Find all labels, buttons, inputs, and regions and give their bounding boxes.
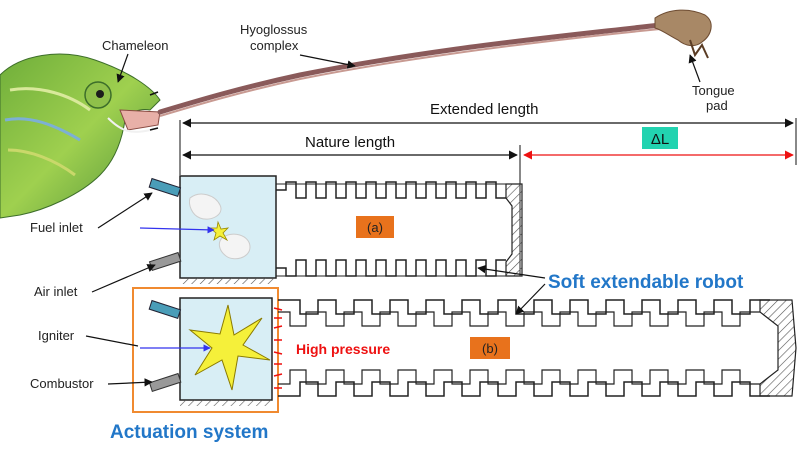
- fuel-cloud-top: [189, 193, 222, 220]
- soft-robot-pointer-b: [515, 283, 546, 315]
- chamber-a: [179, 175, 277, 279]
- air-inlet-pipe: [148, 251, 182, 272]
- soft-robot-pointer-a: [477, 264, 546, 279]
- combustor-label: Combustor: [30, 376, 94, 391]
- tag-b-box: [470, 337, 510, 359]
- combustor-base: [180, 400, 272, 406]
- soft-robot-label: Soft extendable robot: [548, 272, 744, 293]
- pressure-ticks: [273, 307, 283, 389]
- air-inlet-pointer: [91, 264, 156, 293]
- bellows-b-top-inner: [278, 311, 760, 327]
- bellows-a-bottom-wall: [276, 259, 506, 277]
- fuel-inlet-label: Fuel inlet: [30, 220, 83, 235]
- bellows-b-bottom-wall: [278, 381, 770, 397]
- igniter-pointer: [85, 335, 139, 347]
- bellows-b-top-wall: [278, 299, 770, 315]
- tongue-pad-label-line2: pad: [706, 98, 728, 113]
- tongue-pad-pointer: [688, 54, 701, 83]
- combustor-pointer: [107, 378, 153, 387]
- air-inlet-pipe-b: [148, 372, 182, 393]
- igniter-label: Igniter: [38, 328, 75, 343]
- fuel-inlet-pipe-b: [148, 299, 182, 320]
- delta-l-badge: [642, 127, 678, 149]
- air-inlet-label: Air inlet: [34, 284, 78, 299]
- chameleon-pointer: [116, 53, 129, 83]
- extended-length-label: Extended length: [430, 101, 538, 118]
- delta-l-label: ΔL: [651, 131, 669, 148]
- bellows-b-bottom-inner: [278, 369, 760, 385]
- actuation-system-label: Actuation system: [110, 422, 268, 443]
- hyoglossus-pointer: [299, 54, 356, 69]
- tip-b: [759, 299, 797, 397]
- chameleon-label: Chameleon: [102, 38, 169, 53]
- actuation-system-frame: [132, 287, 279, 413]
- tip-a: [505, 183, 523, 277]
- robot-b: (b): [132, 287, 797, 413]
- tongue-pad-label-line1: Tongue: [692, 83, 735, 98]
- fuel-inlet-pointer: [97, 192, 153, 229]
- hyoglossus-label-line2: complex: [250, 38, 299, 53]
- explosion-burst: [188, 304, 271, 391]
- hyoglossus-label-line1: Hyoglossus: [240, 22, 308, 37]
- high-pressure-label: High pressure: [296, 341, 390, 357]
- robot-a: (a): [139, 175, 523, 284]
- tag-a-box: [356, 216, 394, 238]
- tag-a-label: (a): [367, 220, 383, 235]
- chamber-a-base: [180, 278, 276, 284]
- bellows-a-top-wall: [276, 181, 506, 199]
- chameleon-illustration: [0, 9, 712, 219]
- nature-length-label: Nature length: [305, 134, 395, 151]
- igniter-line-a: [139, 226, 215, 234]
- fuel-inlet-pipe: [148, 177, 182, 198]
- tag-b-label: (b): [482, 341, 498, 356]
